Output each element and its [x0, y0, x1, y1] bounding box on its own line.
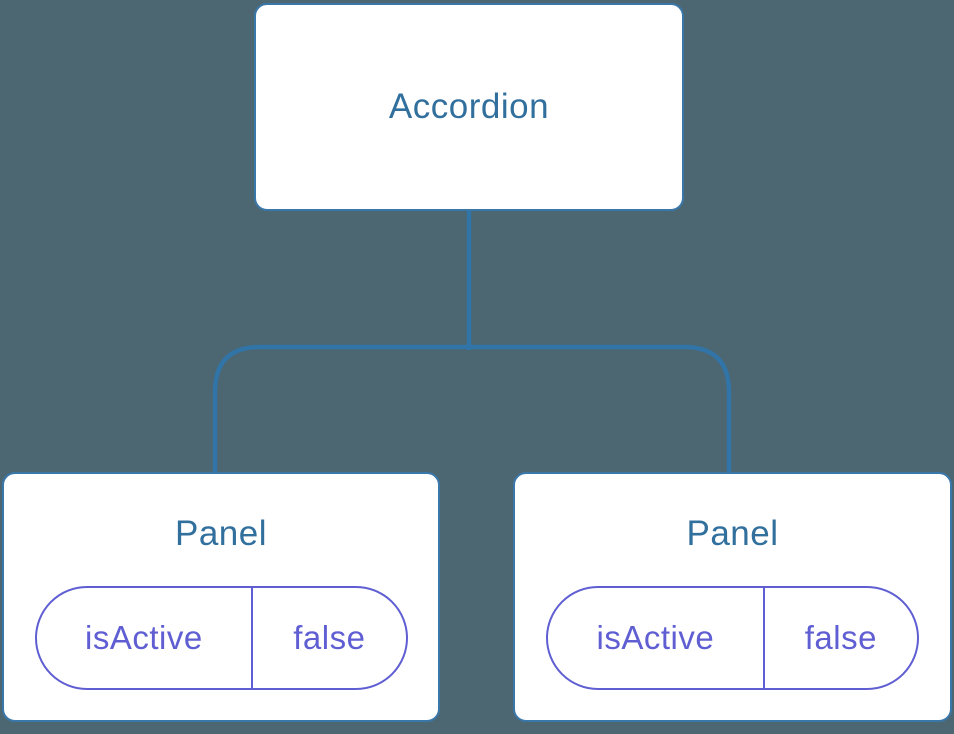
state-pill: isActive false — [546, 586, 919, 690]
state-value: false — [804, 619, 877, 656]
state-key: isActive — [548, 588, 765, 688]
panel-node-left: Panel isActive false — [2, 472, 440, 722]
accordion-label: Accordion — [388, 87, 550, 126]
connector-bracket — [212, 344, 732, 473]
panel-label: Panel — [686, 514, 779, 553]
state-pill: isActive false — [34, 586, 408, 690]
state-value: false — [293, 619, 366, 656]
accordion-node: Accordion — [254, 3, 684, 211]
panel-node-right: Panel isActive false — [513, 472, 952, 722]
state-key: isActive — [37, 588, 254, 688]
panel-label: Panel — [174, 514, 268, 553]
